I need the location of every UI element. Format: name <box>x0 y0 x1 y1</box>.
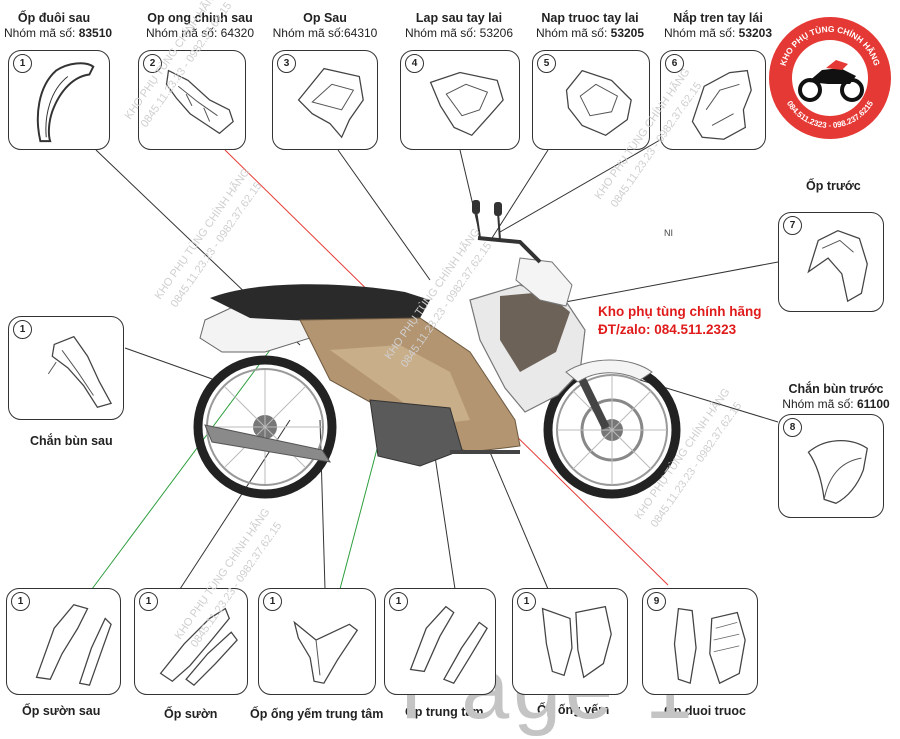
part-box-op-trung-tam: 1 <box>384 588 496 695</box>
label-name: Op Sau <box>303 11 347 25</box>
rear-center-cover-part-drawing <box>165 69 234 135</box>
label-code-line: Nhóm mã số: 53205 <box>530 26 650 41</box>
rear-cover-part-drawing <box>297 67 364 139</box>
part-box-nap-truoc-tay-lai: 5 <box>532 50 650 150</box>
brand-logo: KHO PHỤ TÙNG CHÍNH HÃNG 084.511.2323 - 0… <box>766 14 894 142</box>
part-box-op-sau: 3 <box>272 50 378 150</box>
part-number: 2 <box>143 54 162 73</box>
label-op-ong-yem-trung-tam: Ốp ống yếm trung tâm <box>250 707 384 721</box>
label-op-trung-tam: Ốp trung tam <box>405 705 484 719</box>
part-number: 1 <box>13 320 32 339</box>
tail-cover-part-drawing <box>36 62 95 143</box>
front-fender-part-drawing <box>807 439 868 504</box>
logo-badge-drawing: KHO PHỤ TÙNG CHÍNH HÃNG 084.511.2323 - 0… <box>769 17 891 139</box>
promo-line-1: Kho phụ tùng chính hãng <box>598 304 762 319</box>
part-number: 1 <box>13 54 32 73</box>
part-box-op-duoi-truoc: 9 <box>642 588 758 695</box>
code-prefix: Nhóm mã số: <box>404 26 480 40</box>
label-chan-bun-sau: Chắn bùn sau <box>30 434 113 448</box>
rear-fender-part-drawing <box>47 335 113 408</box>
rear-side-cover-part-drawing <box>35 603 112 686</box>
part-number: 5 <box>537 54 556 73</box>
label-op-ong-yem: Ốp ống yếm <box>537 703 610 717</box>
label-code-line: Nhóm mã số: 83510 <box>4 26 112 41</box>
code-value: 53206 <box>479 26 514 40</box>
lower-front-cover-part-drawing <box>673 607 746 685</box>
part-number: 3 <box>277 54 296 73</box>
part-number: 9 <box>647 592 666 611</box>
code-prefix: Nhóm mã số: <box>663 26 739 40</box>
front-cover-part-drawing <box>807 229 868 303</box>
part-number: 7 <box>783 216 802 235</box>
label-op-truoc: Ốp trước <box>806 179 861 193</box>
label-code-line: Nhóm mã số: 53206 <box>400 26 518 41</box>
label-op-suon: Ốp sườn <box>164 707 218 721</box>
label-name: Lap sau tay lai <box>415 11 503 25</box>
part-box-op-ong-yem: 1 <box>512 588 628 695</box>
label-name: Ốp đuôi sau <box>17 11 91 25</box>
label-op-sau: Op Sau Nhóm mã số:64310 <box>270 11 380 41</box>
center-cover-part-drawing <box>409 605 488 684</box>
label-name: Nắp tren tay lái <box>673 11 763 25</box>
promo-line-2: ĐT/zalo: 084.511.2323 <box>598 322 737 337</box>
side-cover-part-drawing <box>159 607 238 687</box>
leg-shield-cover-part-drawing <box>541 605 612 679</box>
label-name: Nap truoc tay lai <box>541 11 639 25</box>
label-code-line: Nhóm mã số: 64320 <box>138 26 262 41</box>
part-number: 1 <box>389 592 408 611</box>
code-prefix: Nhóm mã số: <box>4 26 79 40</box>
promo-text: Kho phụ tùng chính hãng ĐT/zalo: 084.511… <box>598 303 761 339</box>
label-op-ong-chinh-sau: Op ong chinh sau Nhóm mã số: 64320 <box>138 11 262 41</box>
center-leg-shield-cover-part-drawing <box>293 620 359 684</box>
top-handlebar-cover-part-drawing <box>691 69 752 140</box>
part-box-op-ong-chinh-sau: 2 <box>138 50 246 150</box>
part-box-op-duoi-sau: 1 <box>8 50 110 150</box>
part-box-op-suon: 1 <box>134 588 248 695</box>
part-number: 1 <box>139 592 158 611</box>
label-nap-tren-tay-lai: Nắp tren tay lái Nhóm mã số: 53203 <box>658 11 778 41</box>
part-box-op-truoc: 7 <box>778 212 884 312</box>
label-op-duoi-truoc: Ốp duoi truoc <box>664 704 746 718</box>
part-number: 6 <box>665 54 684 73</box>
label-chan-bun-truoc: Chắn bùn trước Nhóm mã số: 61100 <box>776 382 896 412</box>
part-box-chan-bun-truoc: 8 <box>778 414 884 518</box>
code-value: 64310 <box>343 26 378 40</box>
part-number: 1 <box>263 592 282 611</box>
front-handlebar-cover-part-drawing <box>565 69 632 137</box>
code-prefix: Nhóm mã số: <box>535 26 611 40</box>
label-code-line: Nhóm mã số: 61100 <box>776 397 896 412</box>
label-lap-sau-tay-lai: Lap sau tay lai Nhóm mã số: 53206 <box>400 11 518 41</box>
code-value: 61100 <box>856 397 890 411</box>
code-value: 64320 <box>220 26 255 40</box>
code-value: 53203 <box>738 26 773 40</box>
part-number: 1 <box>517 592 536 611</box>
code-prefix: Nhóm mã số: <box>145 26 221 40</box>
part-box-lap-sau-tay-lai: 4 <box>400 50 520 150</box>
label-op-suon-sau: Ốp sườn sau <box>22 704 101 718</box>
code-value: 53205 <box>610 26 645 40</box>
motorbike-illustration <box>193 200 681 499</box>
rear-handlebar-cover-part-drawing <box>429 71 504 137</box>
part-box-nap-tren-tay-lai: 6 <box>660 50 766 150</box>
part-number: 8 <box>783 418 802 437</box>
code-prefix: Nhóm mã số: <box>782 397 857 411</box>
part-number: 4 <box>405 54 424 73</box>
label-name: Chắn bùn trước <box>788 382 884 396</box>
code-prefix: Nhóm mã số: <box>272 26 344 40</box>
label-op-duoi-sau: Ốp đuôi sau Nhóm mã số: 83510 <box>4 11 112 41</box>
part-box-op-ong-yem-trung-tam: 1 <box>258 588 376 695</box>
label-nap-truoc-tay-lai: Nap truoc tay lai Nhóm mã số: 53205 <box>530 11 650 41</box>
code-value: 83510 <box>78 26 113 40</box>
part-box-chan-bun-sau: 1 <box>8 316 124 420</box>
part-box-op-suon-sau: 1 <box>6 588 121 695</box>
ni-mark: NI <box>664 228 673 238</box>
part-number: 1 <box>11 592 30 611</box>
label-code-line: Nhóm mã số: 53203 <box>658 26 778 41</box>
label-code-line: Nhóm mã số:64310 <box>270 26 380 41</box>
label-name: Op ong chinh sau <box>147 11 253 25</box>
